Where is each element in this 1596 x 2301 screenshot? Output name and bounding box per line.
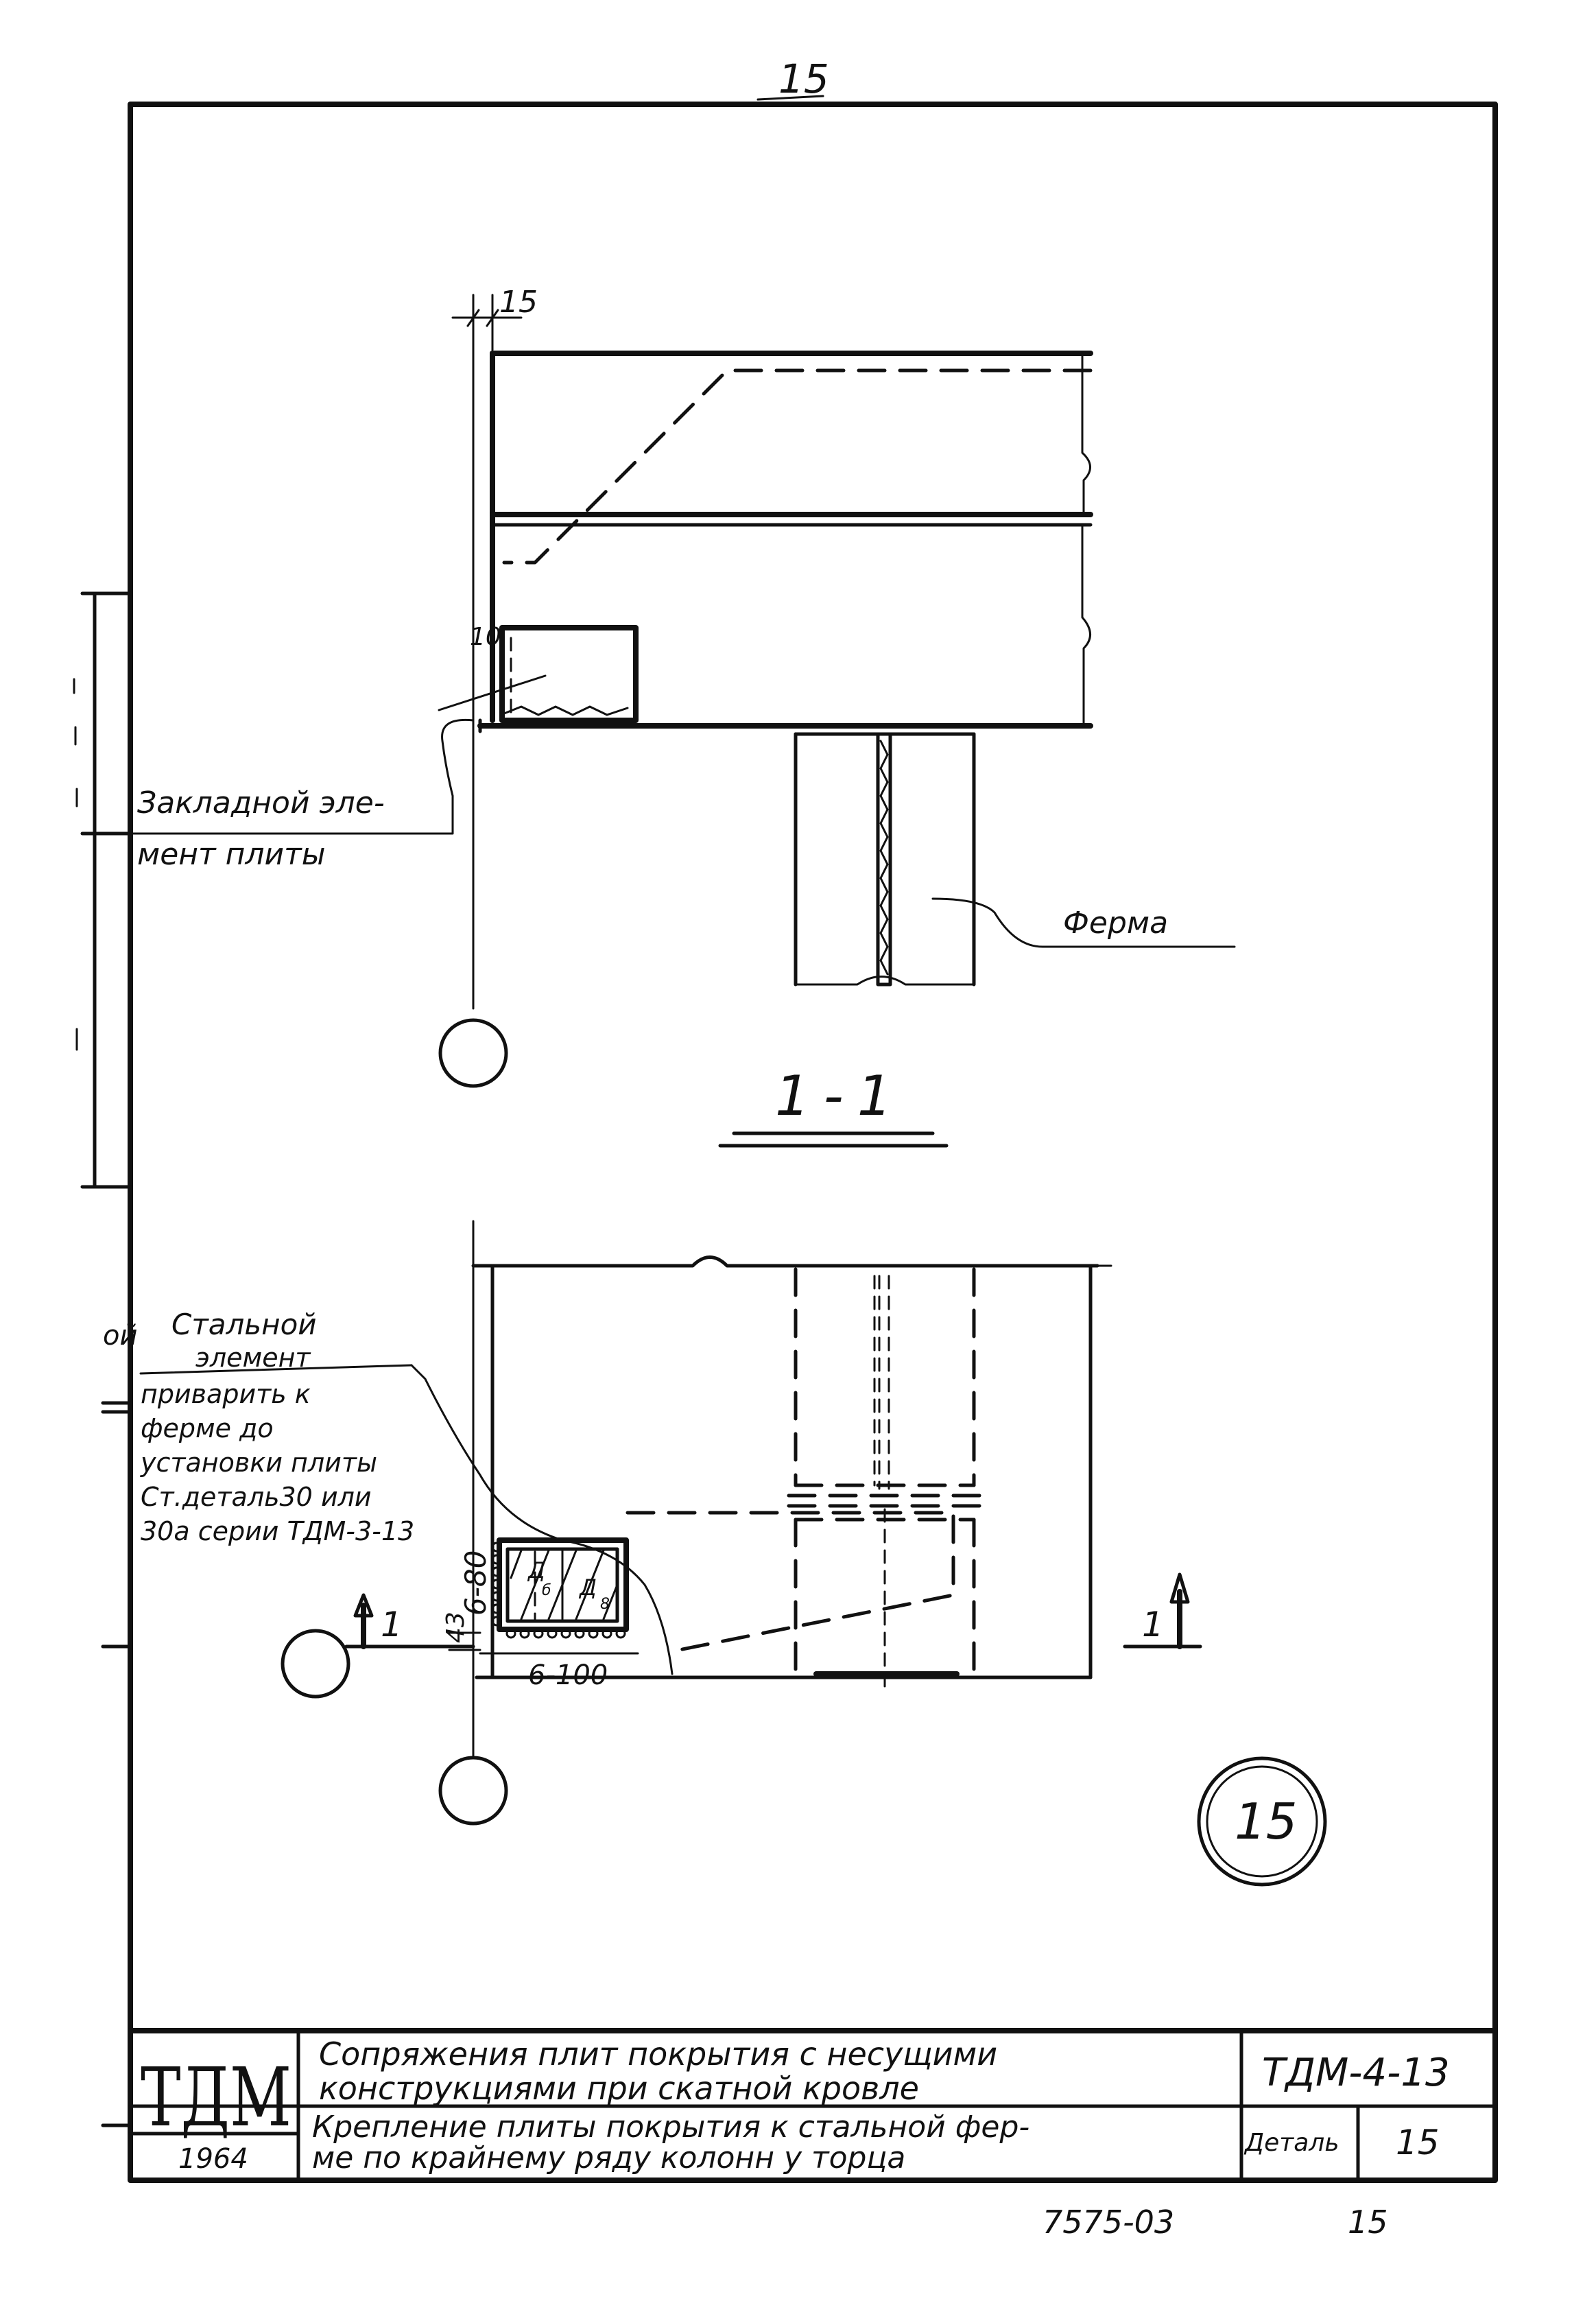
series-code: ТДМ-4-13 bbox=[1262, 2051, 1450, 2095]
callout-steel-line6: Ст.деталь30 или bbox=[141, 1482, 372, 1512]
dim-43: 43 bbox=[442, 1612, 470, 1643]
callout-steel-line1: Стальной bbox=[171, 1308, 317, 1341]
callout-steel-line2: элемент bbox=[195, 1343, 311, 1373]
hatch-label-3: Д bbox=[578, 1574, 597, 1601]
callout-embedded-line2: мент плиты bbox=[137, 837, 326, 872]
weld-bead bbox=[491, 1542, 626, 1639]
callout-steel-line7: 30а серии ТДМ-3-13 bbox=[141, 1516, 414, 1546]
dim-side-10: 10 bbox=[470, 623, 501, 651]
callout-steel-line3: приварить к bbox=[141, 1379, 311, 1409]
detail-circle-number: 15 bbox=[1235, 1793, 1298, 1850]
weld-horizontal-label: 6-100 bbox=[528, 1660, 608, 1691]
bottom-code: 7575-03 bbox=[1043, 2204, 1174, 2241]
callout-embedded-line1: Закладной эле- bbox=[137, 786, 385, 821]
hatch-label-1: Д bbox=[527, 1557, 545, 1583]
left-margin-marks: ой bbox=[73, 591, 137, 2127]
section-label: 1-1 bbox=[775, 1064, 906, 1128]
hatch-label-2: б bbox=[542, 1582, 551, 1599]
hatch-label-4: 8 bbox=[600, 1596, 610, 1613]
title-year: 1964 bbox=[178, 2143, 248, 2175]
bottom-number: 15 bbox=[1348, 2204, 1388, 2241]
callout-steel-line5: установки плиты bbox=[140, 1448, 377, 1478]
axis-bubble-left bbox=[281, 1629, 350, 1699]
axis-bubble-bottom bbox=[438, 1756, 508, 1826]
detail-label: Деталь bbox=[1243, 2129, 1339, 2157]
drawing-frame bbox=[128, 102, 1498, 2183]
title-block: ТДМ 1964 Сопряжения плит покрытия с несу… bbox=[128, 2028, 1498, 2182]
detail-circle: 15 bbox=[1197, 1756, 1327, 1887]
page-number-top: 15 bbox=[778, 56, 829, 102]
dim-top-15: 15 bbox=[499, 285, 538, 320]
page-number-underline bbox=[757, 95, 824, 101]
subtitle-line1: Крепление плиты покрытия к стальной фер- bbox=[312, 2110, 1029, 2145]
title-logo: ТДМ bbox=[141, 2050, 291, 2145]
callout-truss: Ферма bbox=[1063, 906, 1168, 941]
cut-mark-left: 1 bbox=[381, 1605, 403, 1644]
title-line2: конструкциями при скатной кровле bbox=[319, 2070, 919, 2107]
title-line1: Сопряжения плит покрытия с несущими bbox=[319, 2036, 997, 2073]
weld-vertical-label: 6-80 bbox=[459, 1550, 492, 1616]
axis-bubble-top bbox=[438, 1018, 508, 1088]
detail-number: 15 bbox=[1396, 2123, 1440, 2162]
subtitle-line2: ме по крайнему ряду колонн у торца bbox=[312, 2140, 905, 2175]
callout-steel-line4: ферме до bbox=[141, 1413, 274, 1443]
left-margin-text: ой bbox=[103, 1320, 137, 1352]
top-view: 15 10 Закладной эле- мент плиты Ферма bbox=[129, 285, 1236, 1088]
cut-mark-right: 1 bbox=[1142, 1605, 1164, 1644]
bottom-view: Д б Д 8 6-80 43 bbox=[139, 1220, 1202, 1826]
